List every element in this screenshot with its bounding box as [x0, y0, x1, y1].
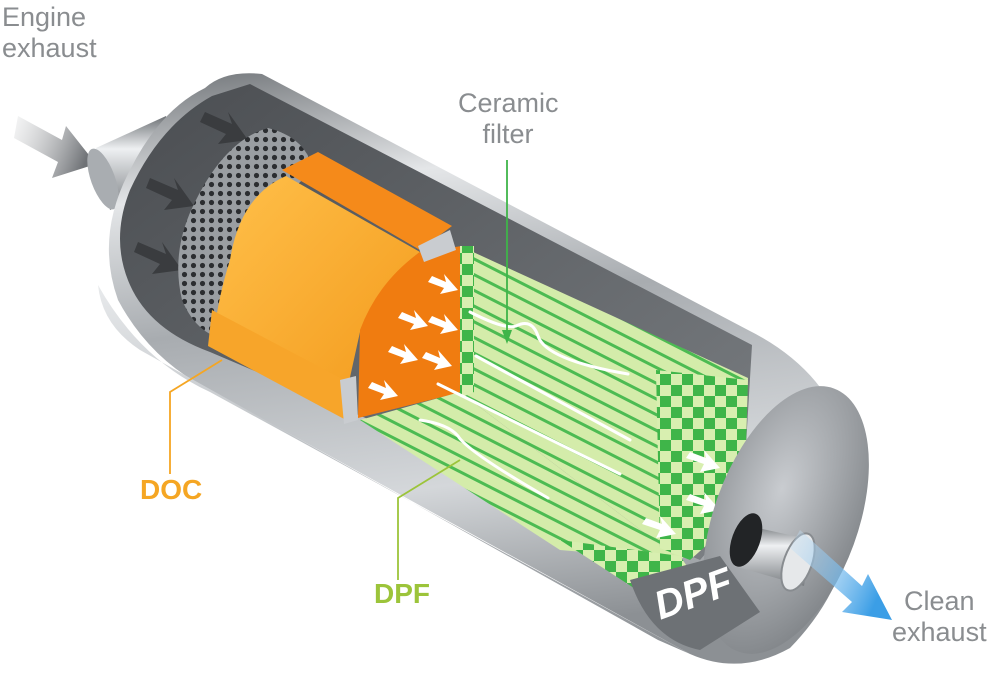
leader-lines [169, 160, 508, 580]
engine-exhaust-label-line-1: Engine [2, 2, 87, 32]
clean-exhaust-label: Clean exhaust [892, 586, 987, 648]
dpf-leader [397, 459, 461, 580]
doc-leader [169, 359, 223, 474]
ceramic-filter-label: Ceramic filter [458, 88, 559, 150]
ceramic-filter-label-line-2: filter [482, 119, 534, 150]
cut-edge-front [630, 556, 760, 650]
outflow-arrow-icon [790, 530, 892, 620]
clean-exhaust-label-line-2: exhaust [892, 617, 987, 648]
dpf-flow-lines [418, 310, 632, 500]
dpf-label: DPF [374, 578, 430, 609]
filter-exit-arrows [642, 450, 720, 538]
doc-flow-arrows [368, 274, 458, 400]
outlet-pipe [729, 513, 816, 592]
ceramic-filter-leader-arrow-icon [502, 330, 512, 344]
clean-exhaust-label-line-1: Clean [904, 586, 975, 616]
inflow-arrow-icon [14, 116, 96, 178]
doc-label: DOC [140, 474, 203, 505]
housing-end-cap [703, 386, 869, 654]
engine-exhaust-label: Engine exhaust [2, 2, 97, 64]
engine-exhaust-label-line-2: exhaust [2, 33, 97, 64]
doc-catalyst [208, 152, 462, 424]
ceramic-filter-label-line-1: Ceramic [458, 88, 559, 118]
